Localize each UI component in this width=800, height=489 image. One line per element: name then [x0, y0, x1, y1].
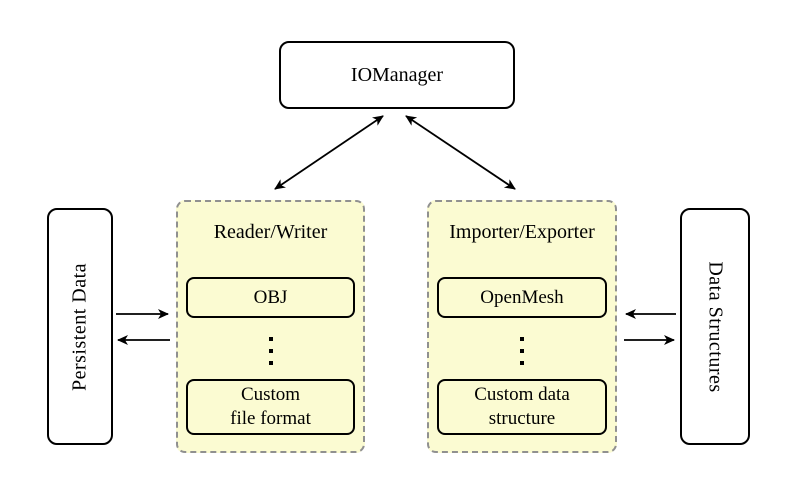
group-reader-writer: Reader/Writer OBJ Custom file format — [176, 200, 365, 453]
node-iomanager-label: IOManager — [350, 63, 444, 86]
node-custom-data-structure-line1: Custom data — [474, 384, 570, 405]
group-importer-exporter: Importer/Exporter OpenMesh Custom data s… — [427, 200, 617, 453]
node-openmesh: OpenMesh — [437, 277, 607, 318]
node-persistent-data: Persistent Data — [47, 208, 113, 445]
node-data-structures-label: Data Structures — [704, 260, 727, 393]
node-iomanager: IOManager — [279, 41, 515, 109]
node-data-structures: Data Structures — [680, 208, 750, 445]
node-custom-file-format-line2: file format — [230, 408, 311, 429]
vertical-dots-icon — [429, 337, 615, 365]
node-custom-file-format-line1: Custom — [240, 384, 301, 405]
node-custom-data-structure: Custom data structure — [437, 379, 607, 435]
vertical-dots-icon — [178, 337, 363, 365]
node-persistent-data-label: Persistent Data — [68, 262, 91, 391]
arrow-iomanager-readerwriter — [274, 115, 384, 190]
node-openmesh-label: OpenMesh — [480, 286, 564, 308]
node-obj-label: OBJ — [253, 286, 288, 308]
node-custom-data-structure-line2: structure — [488, 408, 556, 429]
node-custom-file-format: Custom file format — [186, 379, 355, 435]
group-reader-writer-title: Reader/Writer — [213, 221, 328, 243]
arrow-iomanager-importerexporter — [405, 115, 516, 190]
node-obj: OBJ — [186, 277, 355, 318]
group-importer-exporter-title: Importer/Exporter — [449, 221, 595, 243]
